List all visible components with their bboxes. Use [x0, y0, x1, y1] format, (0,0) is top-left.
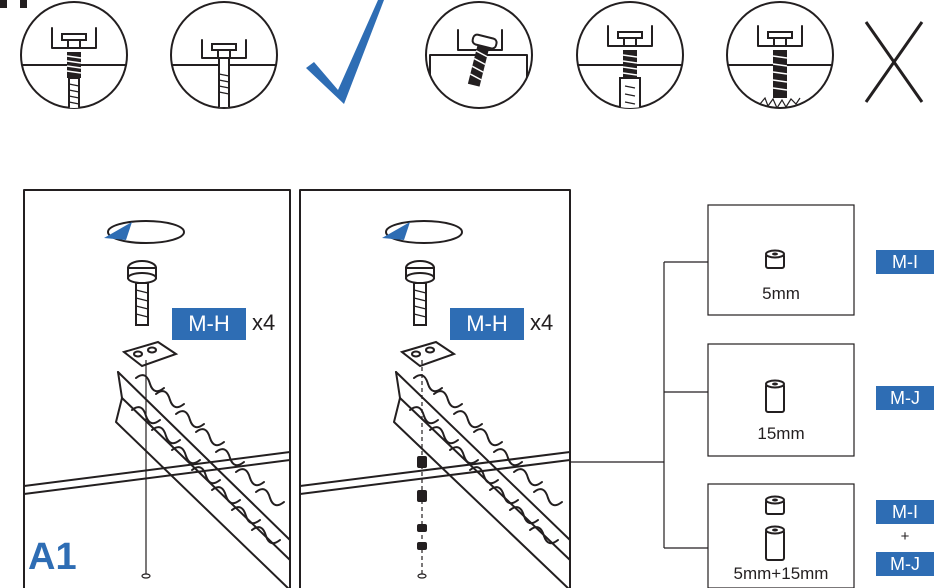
detail-circle-correct-1 [20, 1, 128, 109]
detail-circle-wrong-3 [726, 1, 834, 109]
spacer-code-3-bottom: M-J [876, 552, 934, 576]
check-mark-icon [306, 0, 384, 104]
step-marker-fragment [0, 0, 27, 8]
quantity-right: x4 [530, 310, 554, 335]
option-bracket [570, 261, 708, 549]
spacer-code-3-top: M-I [876, 500, 934, 524]
spacer-code-2: M-J [876, 386, 934, 410]
spacer-size-2: 15mm [757, 424, 805, 443]
detail-circle-correct-2 [170, 1, 278, 109]
spacer-code-1: M-I [876, 250, 934, 274]
spacer-option-box-3 [707, 483, 855, 588]
spacer-size-3: 5mm+15mm [733, 564, 829, 583]
spacer-option-box-2 [707, 343, 855, 457]
detail-circle-wrong-1 [425, 1, 533, 109]
step-label: A1 [28, 536, 77, 578]
assembly-panel-right [299, 189, 571, 588]
spacer-option-box-1 [707, 204, 855, 316]
part-badge-right: M-H [450, 308, 524, 340]
quantity-left: x4 [252, 310, 276, 335]
cross-mark-icon [864, 21, 924, 103]
part-badge-left: M-H [172, 308, 246, 340]
assembly-panel-left [23, 189, 291, 588]
spacer-size-1: 5mm [762, 284, 800, 303]
spacer-code-3-plus: + [900, 528, 910, 545]
detail-circle-wrong-2 [576, 1, 684, 109]
